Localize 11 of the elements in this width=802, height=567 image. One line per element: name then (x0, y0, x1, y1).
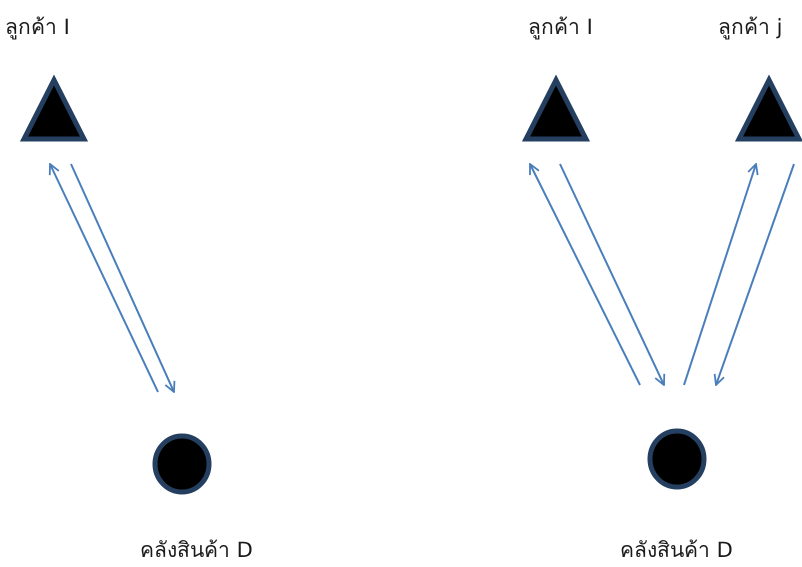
node-label: คลังสินค้า D (140, 537, 253, 563)
arrow (529, 163, 641, 386)
arrow (70, 164, 176, 393)
node-label: ลูกค้า j (718, 14, 783, 40)
arrow (714, 164, 795, 386)
node-label: ลูกค้า I (528, 14, 593, 40)
arrow (559, 164, 666, 386)
node-label: ลูกค้า I (5, 14, 70, 40)
arrow (683, 163, 759, 386)
arrow (48, 163, 159, 392)
node-label: คลังสินค้า D (620, 537, 733, 563)
